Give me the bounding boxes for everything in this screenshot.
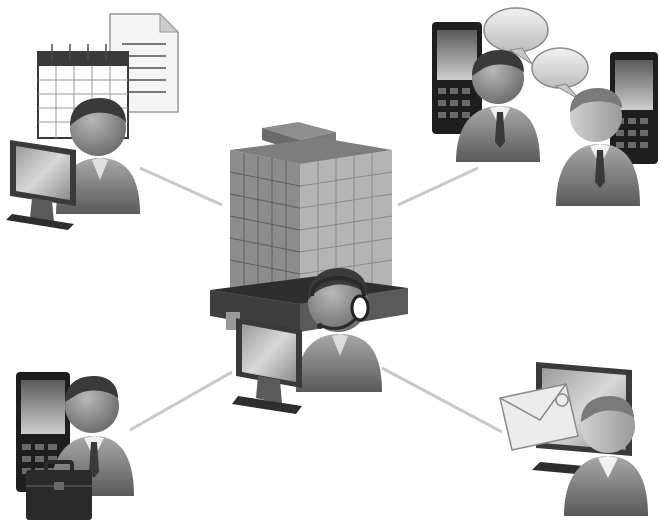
connector-bottom-left — [129, 370, 233, 432]
mobile-chat-users-icon — [432, 7, 658, 206]
email-user-icon — [499, 362, 648, 516]
connector-lines — [129, 166, 503, 434]
connector-bottom-right — [381, 366, 503, 434]
connector-top-right — [397, 166, 479, 207]
call-center-building-icon — [210, 122, 408, 332]
call-center-agent-icon — [232, 268, 382, 414]
mobile-businessman-icon — [16, 372, 134, 520]
desktop-user-with-calendar-icon — [6, 12, 180, 230]
connector-top-left — [139, 166, 223, 207]
